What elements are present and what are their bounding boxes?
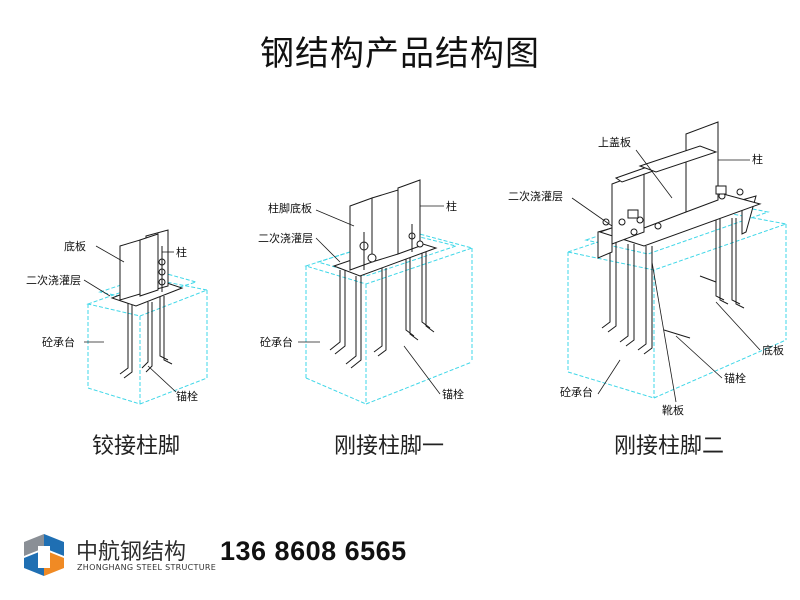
label-column-1: 柱 (176, 245, 187, 259)
label-grout-3: 二次浇灌层 (508, 189, 563, 203)
column-1 (119, 229, 169, 301)
anchor-bolts-3 (601, 212, 745, 355)
label-baseplate-1: 底板 (64, 239, 86, 253)
column-2 (349, 179, 424, 271)
label-column-2: 柱 (446, 199, 457, 213)
diagram-rigid-base-one: 柱脚底板 柱 二次浇灌层 砼承台 锚栓 (258, 179, 474, 405)
caption-rigid-base-two: 刚接柱脚二 (614, 434, 725, 459)
brand-name-en: ZHONGHANG STEEL STRUCTURE (77, 563, 217, 572)
label-anchor-1: 锚栓 (176, 389, 198, 403)
label-pilecap-3: 砼承台 (560, 385, 593, 399)
diagram-rigid-base-two: 上盖板 柱 二次浇灌层 底板 锚栓 砼承台 靴板 (508, 121, 788, 417)
label-grout-1: 二次浇灌层 (26, 273, 81, 287)
label-baseplate-3: 底板 (762, 343, 784, 357)
caption-hinged-base: 铰接柱脚 (92, 434, 181, 459)
column-3 (602, 121, 744, 245)
anchor-bolts-1 (119, 296, 173, 379)
label-pilecap-2: 砼承台 (260, 335, 293, 349)
label-pilecap-1: 砼承台 (42, 335, 75, 349)
label-topplate-3: 上盖板 (598, 135, 631, 149)
label-baseplate-2: 柱脚底板 (268, 201, 312, 215)
company-logo-icon (24, 534, 64, 576)
label-anchor-3: 锚栓 (724, 371, 746, 385)
page-title: 钢结构产品结构图 (260, 34, 540, 74)
label-column-3: 柱 (752, 152, 763, 166)
label-grout-2: 二次浇灌层 (258, 231, 313, 245)
anchor-bolts-2 (329, 250, 435, 369)
diagram-hinged-base: 底板 柱 二次浇灌层 砼承台 锚栓 (26, 229, 209, 405)
label-anchor-2: 锚栓 (442, 387, 464, 401)
brand-name-cn: 中航钢结构 (76, 540, 187, 565)
label-stiffener-3: 靴板 (662, 403, 684, 417)
phone-number: 136 8608 6565 (220, 536, 407, 566)
caption-rigid-base-one: 刚接柱脚一 (334, 434, 445, 459)
